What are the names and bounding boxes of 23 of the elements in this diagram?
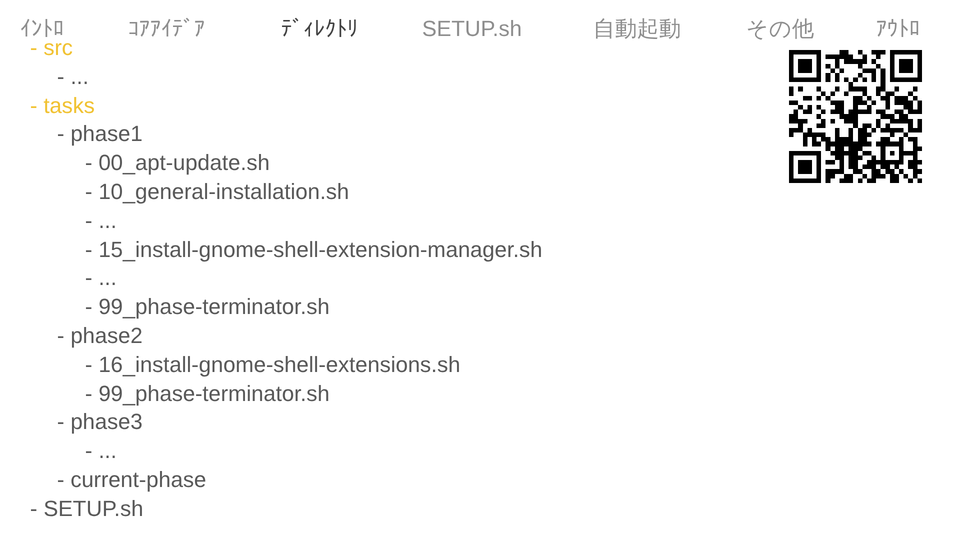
ellipsis-entry: - ... [85, 265, 117, 292]
file-name: - SETUP.sh [30, 496, 144, 522]
folder-name: - phase2 [57, 323, 143, 349]
ellipsis-entry: - ... [85, 438, 117, 464]
ellipsis-entry: - ... [57, 64, 89, 90]
file-name: - current-phase [57, 467, 206, 493]
section-label: ｱｳﾄﾛ [876, 17, 920, 41]
file-name: - 10_general-installation.sh [85, 179, 350, 205]
file-name: - 15_install-gnome-shell-extension-manager.sh [85, 236, 542, 263]
section-label: ｲﾝﾄﾛ [20, 17, 64, 41]
section-label: その他 [746, 17, 814, 41]
file-name: - 99_phase-terminator.sh [85, 380, 330, 407]
ellipsis-entry: - ... [85, 208, 117, 234]
section-label: ｺｱｱｲﾃﾞｱ [128, 17, 205, 41]
current-section-label: ﾃﾞｨﾚｸﾄﾘ [281, 17, 358, 41]
section-label: 自動起動 [593, 17, 681, 41]
section-label: SETUP.sh [422, 17, 522, 41]
file-name: - 99_phase-terminator.sh [85, 294, 330, 320]
file-name: - 00_apt-update.sh [85, 150, 270, 176]
file-name: - 16_install-gnome-shell-extensions.sh [85, 352, 460, 378]
folder-name: - phase1 [57, 121, 143, 148]
folder-name: - tasks [30, 92, 95, 119]
folder-name: - phase3 [57, 409, 143, 436]
